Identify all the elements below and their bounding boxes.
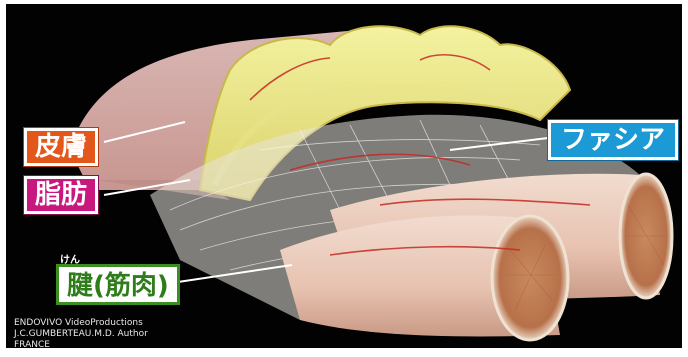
credit-line: ENDOVIVO VideoProductions (14, 318, 143, 328)
fascia-label: ファシア (548, 120, 678, 160)
credit-line: FRANCE (14, 340, 50, 350)
fat-label: 脂肪 (24, 176, 98, 214)
tendon-label: 腱(筋肉) (56, 264, 180, 305)
credit-line: J.C.GUMBERTEAU.M.D. Author (14, 329, 148, 339)
skin-label: 皮膚 (24, 128, 98, 166)
